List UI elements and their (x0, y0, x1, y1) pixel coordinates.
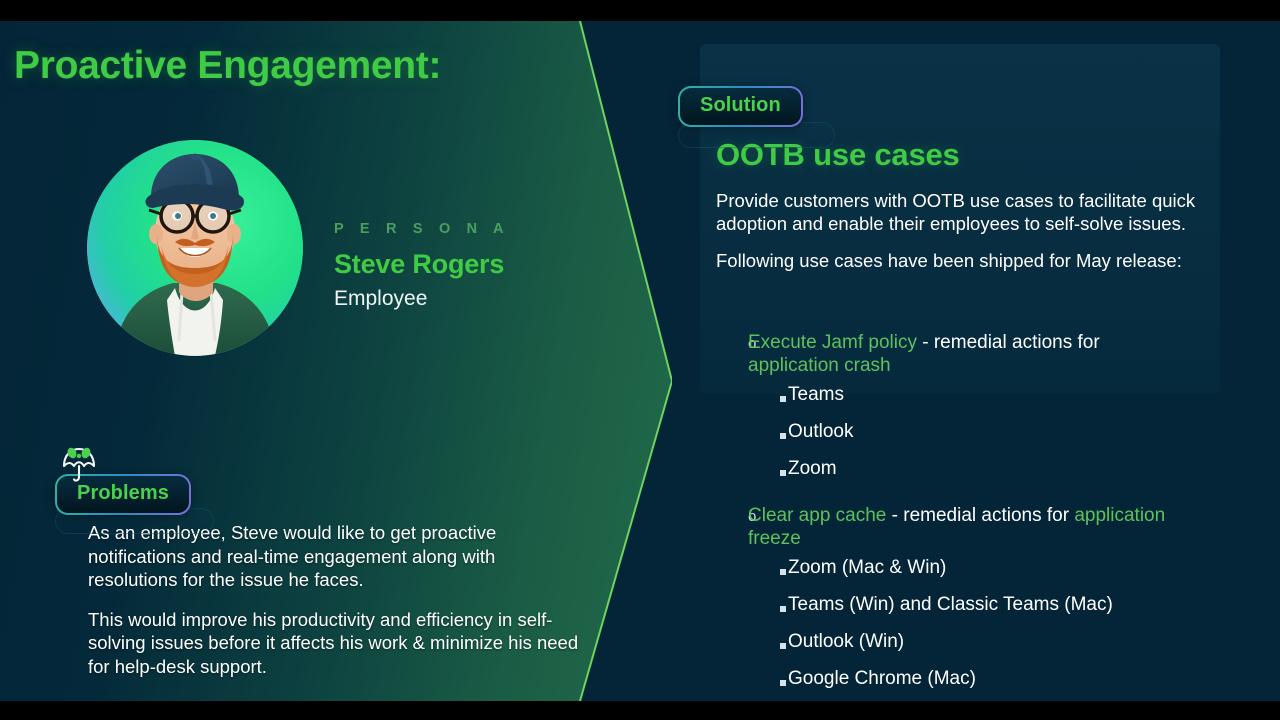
square-bullet-icon (716, 593, 786, 617)
problems-paragraph: This would improve his productivity and … (88, 608, 579, 677)
solution-body: Provide customers with OOTB use cases to… (716, 190, 1206, 288)
persona-name: Steve Rogers (334, 249, 505, 279)
square-bullet-icon (716, 667, 786, 691)
letterbox-top (0, 0, 1280, 21)
list-item-label: Teams (788, 384, 844, 405)
list-item-label: Outlook (Win) (788, 631, 905, 652)
list-item-label: Teams (Win) and Classic Teams (Mac) (788, 594, 1113, 615)
list-item: o Clear app cache - remedial actions for… (716, 504, 1216, 550)
page-title: Proactive Engagement: (14, 44, 442, 87)
list-item-label: Outlook (788, 421, 854, 442)
solution-paragraph: Provide customers with OOTB use cases to… (716, 190, 1196, 234)
circle-bullet-icon: o (748, 508, 757, 525)
slide-canvas: Proactive Engagement: (0, 21, 1280, 701)
solution-heading: OOTB use cases (716, 137, 960, 172)
list-item: Teams (Win) and Classic Teams (Mac) (716, 593, 1216, 617)
persona-label: P E R S O N A (334, 221, 510, 237)
list-item-label: Zoom (788, 458, 837, 479)
persona-role: Employee (334, 287, 428, 310)
square-bullet-icon (716, 457, 786, 481)
list-item: Google Chrome (Mac) (716, 667, 1216, 691)
square-bullet-icon (716, 630, 786, 654)
solution-paragraph: Following use cases have been shipped fo… (716, 250, 1182, 271)
list-item: Outlook (716, 420, 1216, 444)
left-chevron-panel (0, 21, 672, 701)
letterbox-bottom (0, 701, 1280, 720)
problems-paragraph: As an employee, Steve would like to get … (88, 522, 497, 590)
use-case-list: o Execute Jamf policy - remedial actions… (716, 331, 1216, 701)
list-item: Teams (716, 383, 1216, 407)
umbrella-icon (58, 444, 100, 486)
solution-badge-label: Solution (700, 94, 781, 116)
avatar (87, 140, 303, 356)
use-case-group: o Clear app cache - remedial actions for… (716, 504, 1216, 691)
problems-badge[interactable]: Problems (55, 474, 191, 515)
list-item: o Execute Jamf policy - remedial actions… (716, 331, 1216, 377)
problems-badge-label: Problems (77, 482, 169, 504)
list-item: Zoom (716, 457, 1216, 481)
list-item-label: Zoom (Mac & Win) (788, 557, 947, 578)
list-item: Zoom (Mac & Win) (716, 556, 1216, 580)
problems-body: As an employee, Steve would like to get … (88, 521, 588, 678)
circle-bullet-icon: o (748, 335, 757, 352)
solution-badge[interactable]: Solution (678, 86, 803, 127)
use-case-group: o Execute Jamf policy - remedial actions… (716, 331, 1216, 481)
list-item-label: Execute Jamf policy - remedial actions f… (748, 332, 1100, 376)
list-item-label: Clear app cache - remedial actions for a… (748, 505, 1166, 549)
employee-avatar-photo (87, 140, 303, 356)
square-bullet-icon (716, 420, 786, 444)
list-item: Outlook (Win) (716, 630, 1216, 654)
list-item-label: Google Chrome (Mac) (788, 668, 976, 689)
square-bullet-icon (716, 383, 786, 407)
square-bullet-icon (716, 556, 786, 580)
list-group-spacer (716, 494, 1216, 504)
